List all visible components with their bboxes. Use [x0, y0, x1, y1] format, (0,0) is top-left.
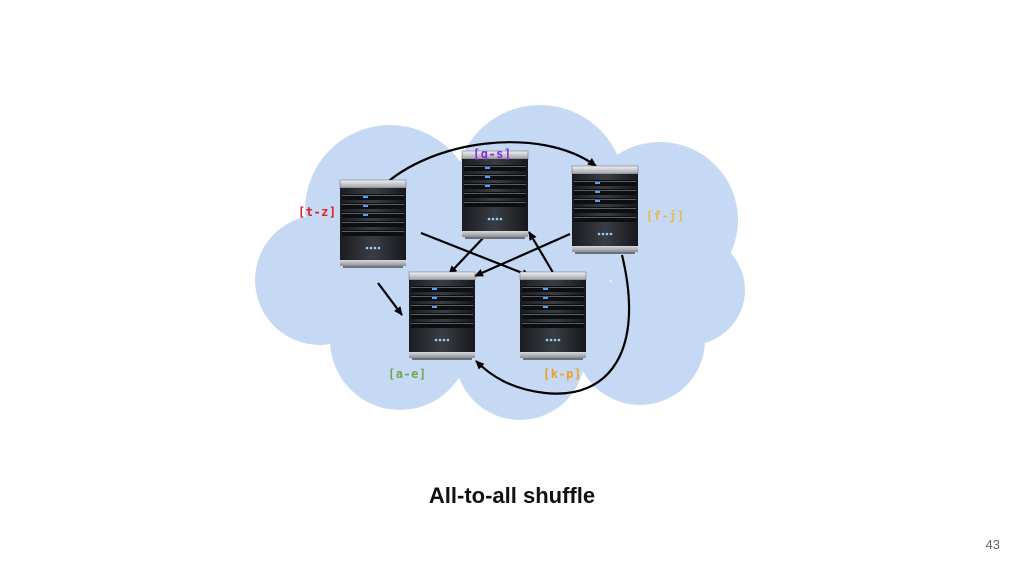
- arrow-tz-to-kp: [420, 231, 531, 278]
- arrow-qs-to-ae: [448, 236, 485, 275]
- arrow-fj-to-ae: [474, 232, 571, 278]
- server-label-a-e: [a-e]: [388, 367, 427, 381]
- server-f-j: [571, 165, 639, 255]
- server-q-s: [461, 150, 529, 240]
- page-number: 43: [985, 537, 1000, 552]
- server-t-z: [339, 179, 407, 269]
- server-k-p: [519, 271, 587, 361]
- arrow-tz-to-fj: [380, 141, 597, 189]
- server-label-q-s: [q-s]: [473, 147, 512, 161]
- server-a-e: [408, 271, 476, 361]
- arrow-kp-to-qs: [528, 231, 556, 277]
- arrow-fj-to-ae-around: [475, 254, 631, 395]
- shuffle-arrows: [377, 141, 631, 395]
- server-label-k-p: [k-p]: [543, 367, 582, 381]
- arrow-tz-to-ae: [377, 282, 403, 316]
- slide-caption: All-to-all shuffle: [428, 483, 596, 508]
- server-label-t-z: [t-z]: [298, 205, 337, 219]
- server-label-f-j: [f-j]: [646, 209, 685, 223]
